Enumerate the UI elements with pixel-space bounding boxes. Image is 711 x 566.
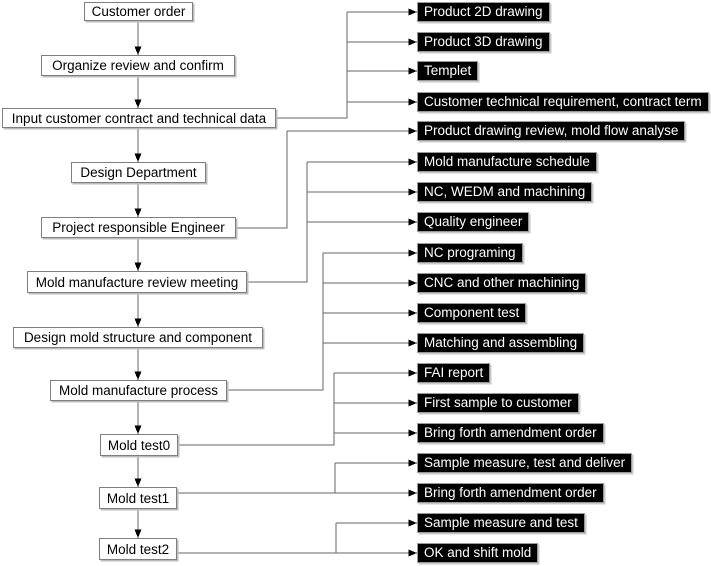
connector-trunk — [178, 373, 335, 446]
output-box-nc-programing: NC programing — [417, 243, 523, 263]
connector-group-mold-test1 — [177, 459, 417, 497]
process-box-manufacture-process: Mold manufacture process — [50, 380, 227, 401]
output-box-manufacture-schedule: Mold manufacture schedule — [417, 152, 597, 172]
connector-group-manufacture-process — [227, 249, 417, 391]
process-box-review-meeting: Mold manufacture review meeting — [27, 271, 247, 293]
output-box-matching-assembling: Matching and assembling — [417, 333, 585, 353]
output-box-fai-report: FAI report — [417, 363, 491, 383]
process-box-organize-review: Organize review and confirm — [41, 55, 235, 76]
output-box-product-3d-drawing: Product 3D drawing — [417, 32, 550, 52]
output-box-cnc-machining: CNC and other machining — [417, 273, 587, 293]
output-box-sample-measure-deliver: Sample measure, test and deliver — [417, 453, 633, 473]
output-box-first-sample: First sample to customer — [417, 393, 579, 413]
output-box-component-test: Component test — [417, 303, 527, 323]
output-box-sample-measure-test: Sample measure and test — [417, 513, 585, 533]
output-box-quality-engineer: Quality engineer — [417, 212, 530, 232]
connector-trunk — [227, 253, 324, 391]
process-box-customer-order: Customer order — [84, 2, 193, 21]
process-box-mold-test2: Mold test2 — [99, 538, 177, 560]
connector-group-input-contract — [276, 8, 417, 119]
output-box-templet: Templet — [417, 61, 479, 81]
output-box-amendment-order-2: Bring forth amendment order — [417, 483, 604, 503]
output-box-nc-wedm-machining: NC, WEDM and machining — [417, 182, 593, 202]
output-box-ok-shift-mold: OK and shift mold — [417, 543, 539, 563]
connector-group-mold-test0 — [178, 369, 417, 446]
process-box-mold-test1: Mold test1 — [99, 487, 177, 509]
process-box-design-department: Design Department — [71, 162, 206, 183]
process-box-input-contract: Input customer contract and technical da… — [2, 108, 276, 128]
process-box-mold-test0: Mold test0 — [100, 434, 178, 456]
output-box-amendment-order-1: Bring forth amendment order — [417, 423, 604, 443]
output-box-drawing-review: Product drawing review, mold flow analys… — [417, 121, 686, 141]
connector-group-mold-test2 — [177, 519, 417, 557]
connector-group-project-engineer — [236, 127, 417, 229]
process-box-design-mold-structure: Design mold structure and component — [13, 327, 263, 348]
connector-trunk — [247, 162, 308, 283]
connector-trunk — [276, 12, 348, 119]
process-box-project-engineer: Project responsible Engineer — [41, 217, 236, 238]
output-box-customer-requirement: Customer technical requirement, contract… — [417, 92, 709, 112]
output-box-product-2d-drawing: Product 2D drawing — [417, 2, 550, 22]
connector-trunk — [236, 131, 288, 229]
connector-group-review-meeting — [247, 158, 417, 283]
